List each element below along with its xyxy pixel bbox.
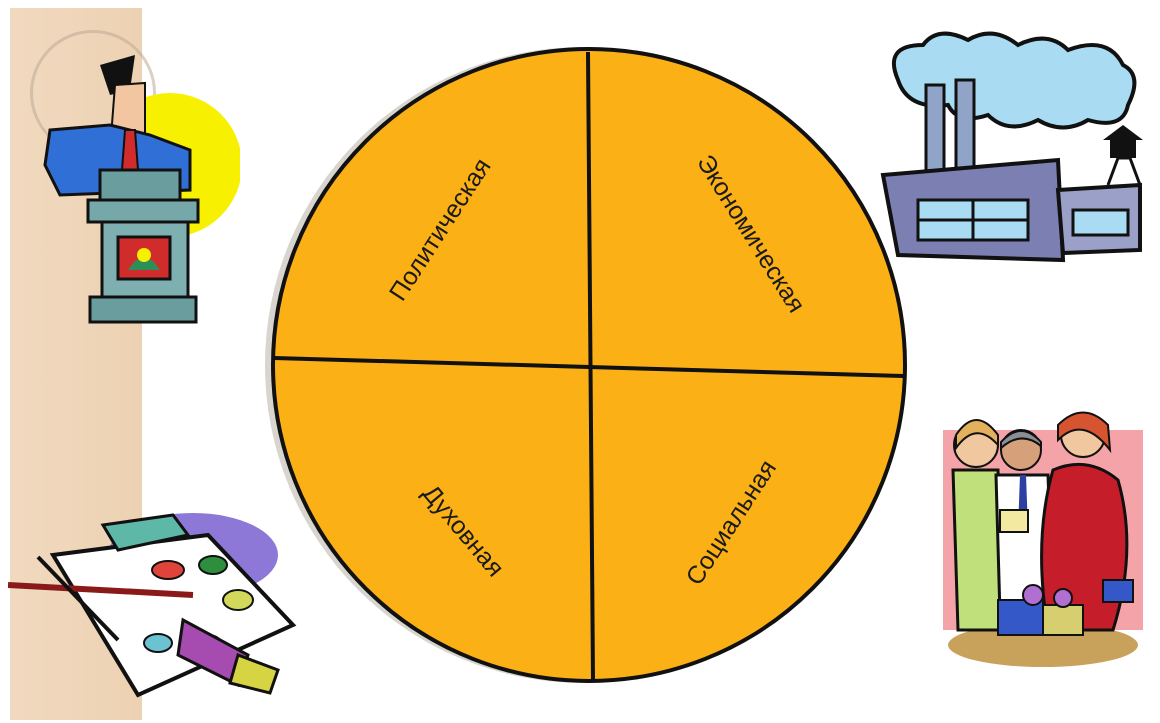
art-palette-icon <box>8 513 297 698</box>
horizontal-divider <box>273 356 905 378</box>
factory-icon <box>880 31 1143 263</box>
politician-podium-icon <box>43 55 240 324</box>
family-people-icon <box>943 411 1143 667</box>
